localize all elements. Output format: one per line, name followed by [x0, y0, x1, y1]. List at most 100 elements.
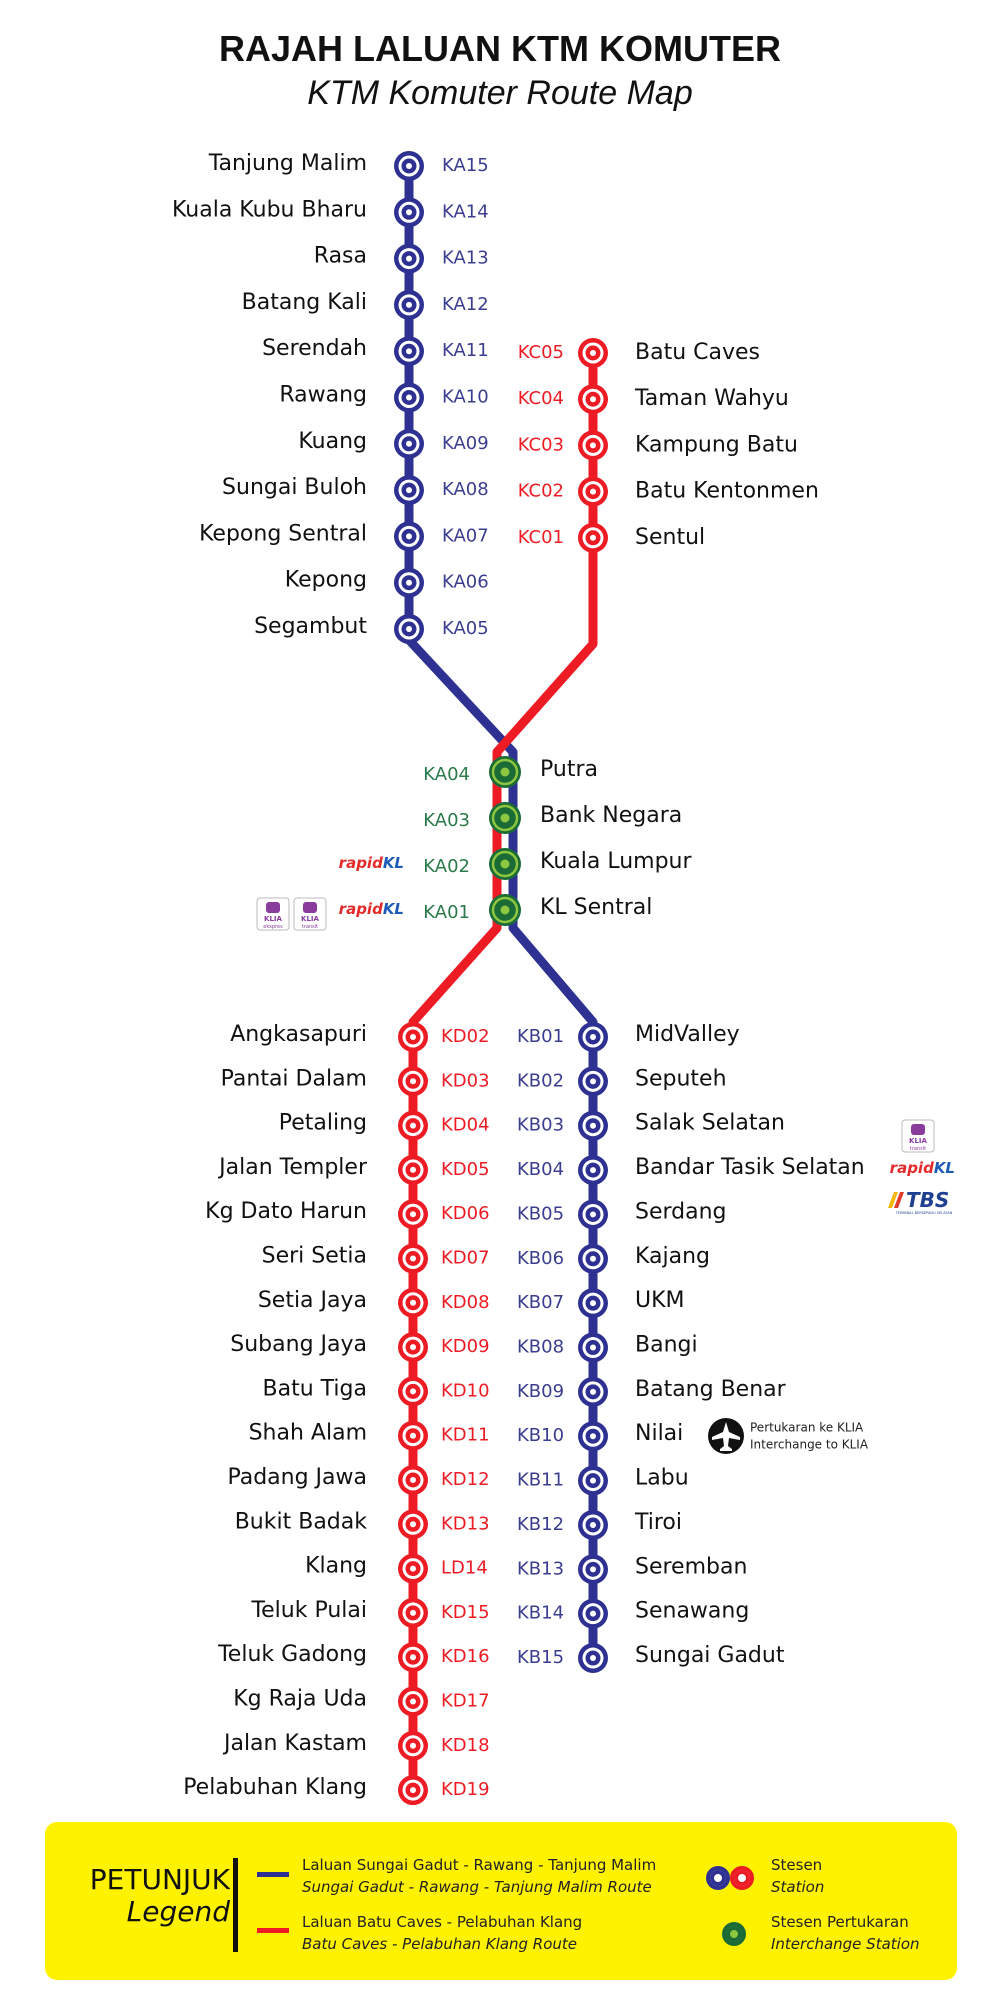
station-name: Kepong Sentral [199, 521, 367, 546]
station-name: Kg Dato Harun [205, 1199, 367, 1224]
station-dot [590, 442, 596, 449]
station-dot [406, 440, 412, 447]
station-dot [406, 533, 412, 540]
station-ring [491, 896, 519, 924]
legend-red-station-icon [730, 1866, 754, 1890]
station-name: Batang Kali [242, 290, 367, 315]
station-code: KB07 [517, 1292, 564, 1313]
legend-station-en: Station [771, 1878, 825, 1896]
legend-red-route-ms: Laluan Batu Caves - Pelabuhan Klang [302, 1913, 583, 1931]
station-dot [590, 1078, 596, 1085]
station-code: KB09 [517, 1381, 564, 1402]
station-dot [590, 1655, 596, 1662]
station-code: KD15 [441, 1602, 490, 1623]
station-KD13-marker [398, 1509, 428, 1540]
station-code: KB03 [517, 1115, 564, 1136]
train-icon [303, 902, 317, 913]
station-code: KA08 [442, 479, 489, 500]
station-dot [590, 350, 596, 356]
station-code: KA12 [442, 294, 489, 315]
station-dot [410, 1609, 416, 1616]
legend-blue-route-ms: Laluan Sungai Gadut - Rawang - Tanjung M… [302, 1856, 657, 1874]
station-name: Kepong [285, 568, 367, 593]
logo-frame [256, 897, 290, 931]
station-dot [590, 1167, 596, 1174]
station-KB05-marker [578, 1199, 608, 1230]
red-route-line [408, 353, 598, 1790]
station-name: Sungai Gadut [635, 1643, 785, 1668]
station-KD05-marker [398, 1154, 428, 1185]
station-name: Bandar Tasik Selatan [635, 1155, 865, 1180]
station-KD09-marker [398, 1332, 428, 1363]
station-code: KA13 [442, 248, 489, 269]
station-KD11-marker [398, 1420, 428, 1451]
station-dot [410, 1211, 416, 1218]
station-KB11-marker [578, 1465, 608, 1496]
station-code: KC03 [518, 434, 564, 455]
station-dot [590, 488, 596, 495]
station-code: KA02 [423, 856, 470, 877]
station-code: KB04 [517, 1159, 564, 1180]
station-ring [491, 804, 519, 832]
station-KD12-marker [398, 1465, 428, 1495]
station-KD04-marker [398, 1110, 428, 1141]
station-dot [406, 348, 412, 355]
station-name: Seremban [635, 1554, 747, 1579]
rapidkl-rapid: rapid [339, 900, 383, 918]
station-KB06-marker [578, 1243, 608, 1274]
station-KD15-marker [398, 1597, 428, 1628]
station-KB08-marker [578, 1332, 608, 1363]
station-name: Batu Caves [635, 340, 760, 365]
station-KC03-marker [578, 430, 608, 461]
station-code: KD07 [441, 1248, 490, 1269]
station-code: KB01 [517, 1026, 564, 1047]
tbs-stripe [888, 1192, 898, 1208]
station-name: Petaling [279, 1111, 367, 1136]
station-KB04-marker [578, 1155, 608, 1186]
rapidkl-logo: rapidKL [339, 854, 404, 872]
station-name: Batang Benar [635, 1377, 787, 1402]
station-code: KA01 [423, 902, 470, 923]
station-name: Kuala Lumpur [540, 849, 692, 874]
airport-note-ms: Pertukaran ke KLIA [750, 1421, 864, 1435]
station-name: Kampung Batu [635, 432, 798, 457]
station-dot [590, 1433, 596, 1440]
station-code: KB10 [517, 1425, 564, 1446]
station-LD14-marker [398, 1553, 428, 1584]
station-code: KB11 [517, 1470, 564, 1491]
station-dot [590, 1211, 596, 1218]
station-name: Padang Jawa [227, 1465, 367, 1490]
station-KA10-marker [394, 382, 424, 413]
station-name: KL Sentral [540, 895, 652, 920]
station-KD19-marker [398, 1775, 428, 1806]
station-KA08-marker [394, 475, 424, 506]
station-KB07-marker [578, 1288, 608, 1319]
station-dot [590, 1255, 596, 1262]
station-dot [406, 579, 412, 586]
station-name: Bukit Badak [235, 1509, 368, 1534]
station-code: KC04 [518, 388, 564, 409]
station-dot [406, 301, 412, 308]
rapidkl-kl: KL [934, 1159, 955, 1177]
station-code: KA07 [442, 525, 489, 546]
station-dot [410, 1034, 416, 1040]
legend-red-line-swatch [257, 1928, 289, 1933]
station-dot [590, 1122, 596, 1129]
station-code: KD08 [441, 1292, 490, 1313]
station-dot [500, 813, 510, 823]
station-name: Batu Tiga [263, 1376, 367, 1401]
station-code: KB14 [517, 1603, 564, 1624]
station-code: KB06 [517, 1248, 564, 1269]
station-name: Jalan Templer [217, 1155, 368, 1180]
station-code: KB02 [517, 1070, 564, 1091]
legend-blue-route-en: Sungai Gadut - Rawang - Tanjung Malim Ro… [302, 1878, 652, 1896]
station-name: Pelabuhan Klang [183, 1775, 367, 1800]
rapidkl-text: rapidKL [339, 900, 404, 918]
station-name: Tanjung Malim [208, 151, 367, 176]
station-KA09-marker [394, 428, 424, 459]
station-code: KD06 [441, 1203, 490, 1224]
tbs-stripe [894, 1192, 904, 1208]
